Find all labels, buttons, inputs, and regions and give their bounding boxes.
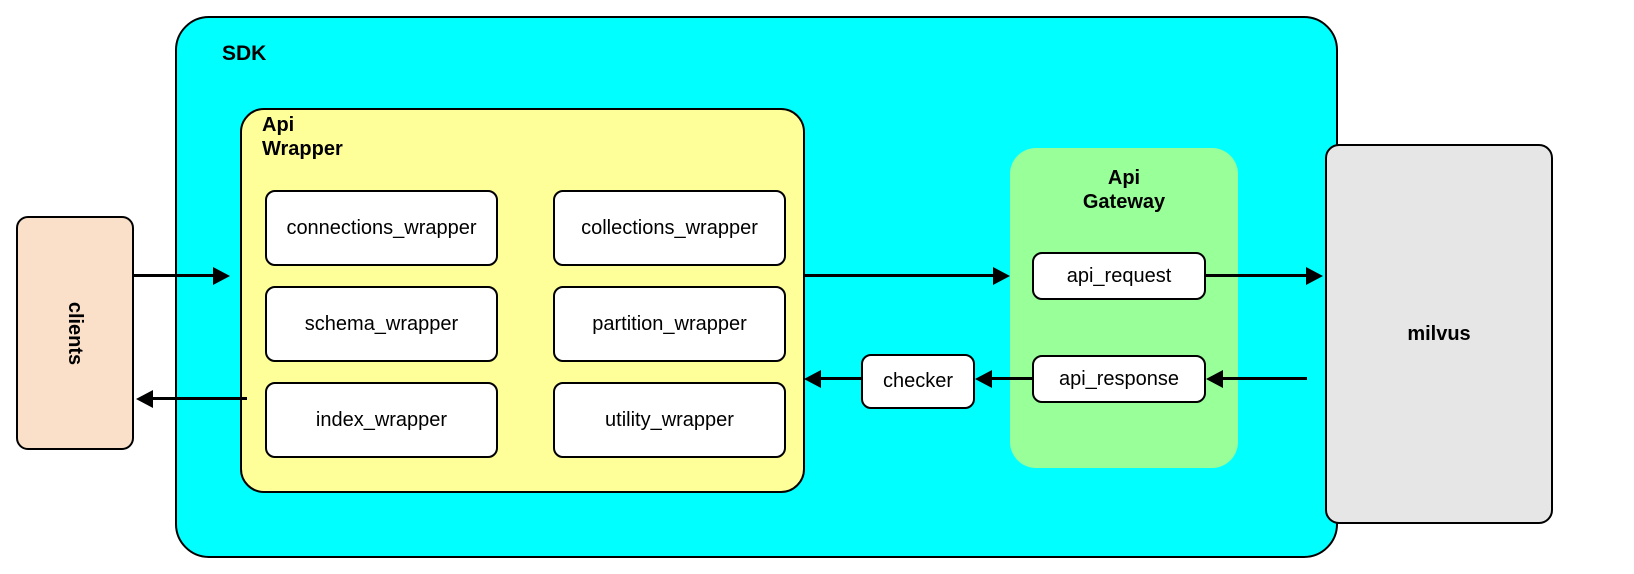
connections-wrapper-label: connections_wrapper xyxy=(286,216,477,239)
api-response-label: api_response xyxy=(1058,367,1180,390)
index-wrapper-label: index_wrapper xyxy=(315,408,448,431)
collections-wrapper-label: collections_wrapper xyxy=(581,216,758,239)
collections-wrapper-box: collections_wrapper xyxy=(553,190,786,266)
clients-label: clients xyxy=(64,301,87,365)
api-request-label: api_request xyxy=(1066,264,1172,287)
arrow-sdk-to-clients-head-icon xyxy=(136,390,153,408)
arrow-milvus-to-response-head-icon xyxy=(1206,370,1223,388)
arrow-clients-to-sdk-line xyxy=(134,274,214,277)
arrow-sdk-to-clients-line xyxy=(152,397,247,400)
api-gateway-container xyxy=(1010,148,1238,468)
arrow-response-to-checker-head-icon xyxy=(975,370,992,388)
api-response-box: api_response xyxy=(1032,355,1206,403)
schema-wrapper-label: schema_wrapper xyxy=(304,312,459,335)
clients-box: clients xyxy=(16,216,134,450)
api-request-box: api_request xyxy=(1032,252,1206,300)
utility-wrapper-box: utility_wrapper xyxy=(553,382,786,458)
arrow-response-to-checker-line xyxy=(991,377,1033,380)
partition-wrapper-label: partition_wrapper xyxy=(592,312,747,335)
arrow-clients-to-sdk-head-icon xyxy=(213,267,230,285)
milvus-label: milvus xyxy=(1407,322,1471,345)
arrow-request-to-milvus-line xyxy=(1206,274,1307,277)
partition-wrapper-box: partition_wrapper xyxy=(553,286,786,362)
utility-wrapper-label: utility_wrapper xyxy=(605,408,734,431)
api-wrapper-label: Api Wrapper xyxy=(262,114,343,160)
arrow-checker-to-wrapper-line xyxy=(820,377,862,380)
arrow-wrapper-to-gateway-line xyxy=(803,274,994,277)
index-wrapper-box: index_wrapper xyxy=(265,382,498,458)
checker-label: checker xyxy=(882,370,954,392)
arrow-checker-to-wrapper-head-icon xyxy=(804,370,821,388)
connections-wrapper-box: connections_wrapper xyxy=(265,190,498,266)
api-gateway-label: Api Gateway xyxy=(1082,167,1166,213)
sdk-label: SDK xyxy=(222,42,267,65)
arrow-milvus-to-response-line xyxy=(1222,377,1307,380)
arrow-wrapper-to-gateway-head-icon xyxy=(993,267,1010,285)
milvus-box: milvus xyxy=(1325,144,1553,524)
checker-box: checker xyxy=(861,354,975,409)
schema-wrapper-box: schema_wrapper xyxy=(265,286,498,362)
arrow-request-to-milvus-head-icon xyxy=(1306,267,1323,285)
